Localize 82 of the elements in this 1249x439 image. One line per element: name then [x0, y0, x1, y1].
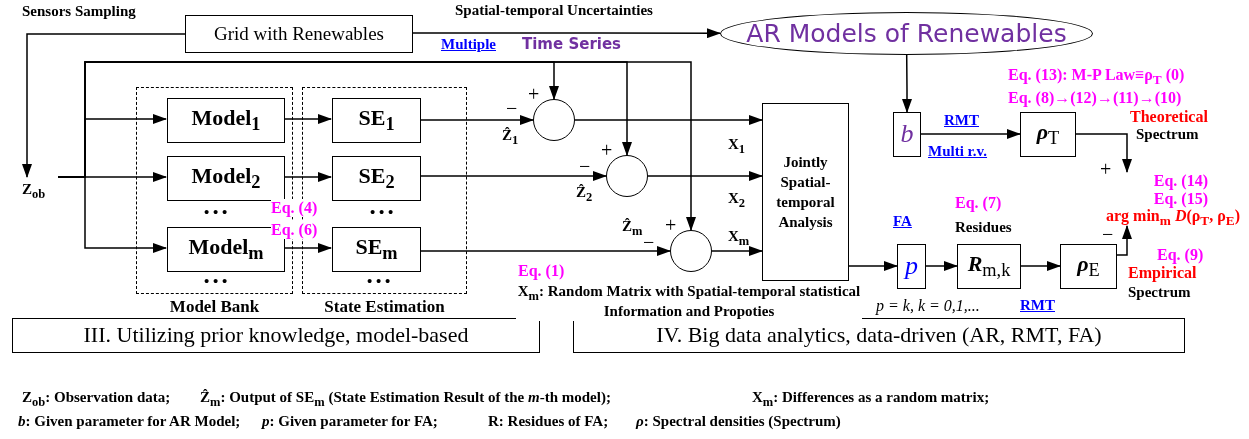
equation-reference: Eq. (7) [955, 194, 1002, 213]
process-box [957, 244, 1021, 289]
box-text: Model$_{2}$ [191, 164, 261, 193]
process-box [167, 156, 285, 201]
process-box [185, 15, 413, 53]
arrow [848, 261, 898, 271]
arrow [902, 54, 912, 113]
group-title: State Estimation [323, 297, 446, 317]
box-text: SE$_{1}$ [358, 106, 395, 135]
equation-reference: Eq. (4) [271, 199, 318, 218]
sign-label: + [665, 215, 677, 235]
box-text: Model$_{m}$ [188, 235, 264, 264]
annotation-text: R: Residues of FA; [488, 413, 609, 431]
arrow [283, 114, 332, 124]
arrow [574, 115, 763, 125]
annotation-text: p: Given parameter for FA; [262, 413, 438, 431]
box-text: R$_{m,k}$ [967, 252, 1011, 281]
arrow [419, 171, 607, 181]
sign-label: + [528, 84, 540, 104]
box-text: ρ$_{E}$ [1077, 252, 1100, 281]
annotation-text: ρ: Spectral densities (Spectrum) [636, 413, 841, 431]
parameter-box [893, 112, 921, 157]
box-text: Jointly Spatial-temporal Analysis [775, 152, 836, 233]
annotation-text: Spectrum [1128, 284, 1191, 302]
process-box [332, 227, 421, 272]
process-box [332, 98, 421, 143]
arrow [1116, 225, 1132, 256]
sign-label: − [643, 232, 655, 252]
spectrum-label: Empirical [1128, 264, 1197, 283]
arrow [711, 246, 763, 256]
arrow [920, 129, 1021, 139]
equation-reference: Eq. (6) [271, 221, 318, 240]
sign-label: + [1100, 159, 1112, 179]
parameter-box [897, 244, 926, 289]
arrow [419, 246, 671, 256]
arrow [1075, 133, 1132, 173]
box-text: SE$_{2}$ [358, 164, 395, 193]
box-text: Grid with Renewables [214, 23, 384, 45]
arrow [283, 243, 332, 253]
arrow [647, 171, 763, 181]
process-box [762, 103, 849, 281]
box-text: III. Utilizing prior knowledge, model-based [83, 323, 469, 348]
arrow [22, 33, 186, 178]
box-text: Model$_{1}$ [191, 106, 261, 135]
arrow [1020, 261, 1061, 271]
annotation-text: Sensors Sampling [22, 3, 136, 21]
link-text: Multi r.v. [928, 143, 988, 161]
link-text: RMT [1020, 297, 1055, 315]
sign-label: − [506, 98, 518, 118]
note-text: X$_{m}$: Random Matrix with Spatial-temporal statistical Information and Propoties [516, 283, 862, 321]
group-title: Model Bank [168, 297, 261, 317]
annotation-text: b: Given parameter for AR Model; [18, 413, 241, 431]
edge-label: Spatial-temporal Uncertainties [455, 2, 653, 20]
arrow [419, 115, 534, 125]
box-text: IV. Big data analytics, data-driven (AR, RMT, FA) [656, 323, 1102, 348]
link-text: Multiple [441, 36, 496, 54]
box-text: b [900, 120, 914, 149]
link-text: FA [893, 213, 912, 231]
arrow [925, 261, 958, 271]
box-text: AR Models of Renewables [746, 19, 1067, 48]
process-box [167, 98, 285, 143]
box-text: Eq. (14) [1153, 172, 1209, 190]
equation-reference: Eq. (8)→(12)→(11)→(10) [1008, 89, 1182, 108]
box-text: ρ$_{T}$ [1036, 120, 1060, 149]
arrow [57, 61, 696, 231]
sign-label: + [601, 140, 613, 160]
annotation-text: Spectrum [1136, 126, 1199, 144]
arrow [283, 172, 332, 182]
process-box [1020, 112, 1076, 157]
box-text: SE$_{m}$ [355, 235, 398, 264]
equation-reference: Eq. (9) [1157, 246, 1204, 265]
box-text: Eq. (15) [1153, 189, 1209, 208]
box-text: p [905, 252, 918, 281]
box-text: Z$_{ob}$ [22, 181, 46, 202]
equation-reference: Eq. (1) [518, 262, 565, 281]
sign-label: − [579, 156, 591, 176]
process-box [332, 156, 421, 201]
formula-text: p = k, k = 0,1,... [876, 297, 980, 316]
process-box [1060, 244, 1117, 289]
arrow [412, 28, 721, 39]
section-box [12, 318, 540, 353]
edge-label: RMT [944, 112, 979, 130]
